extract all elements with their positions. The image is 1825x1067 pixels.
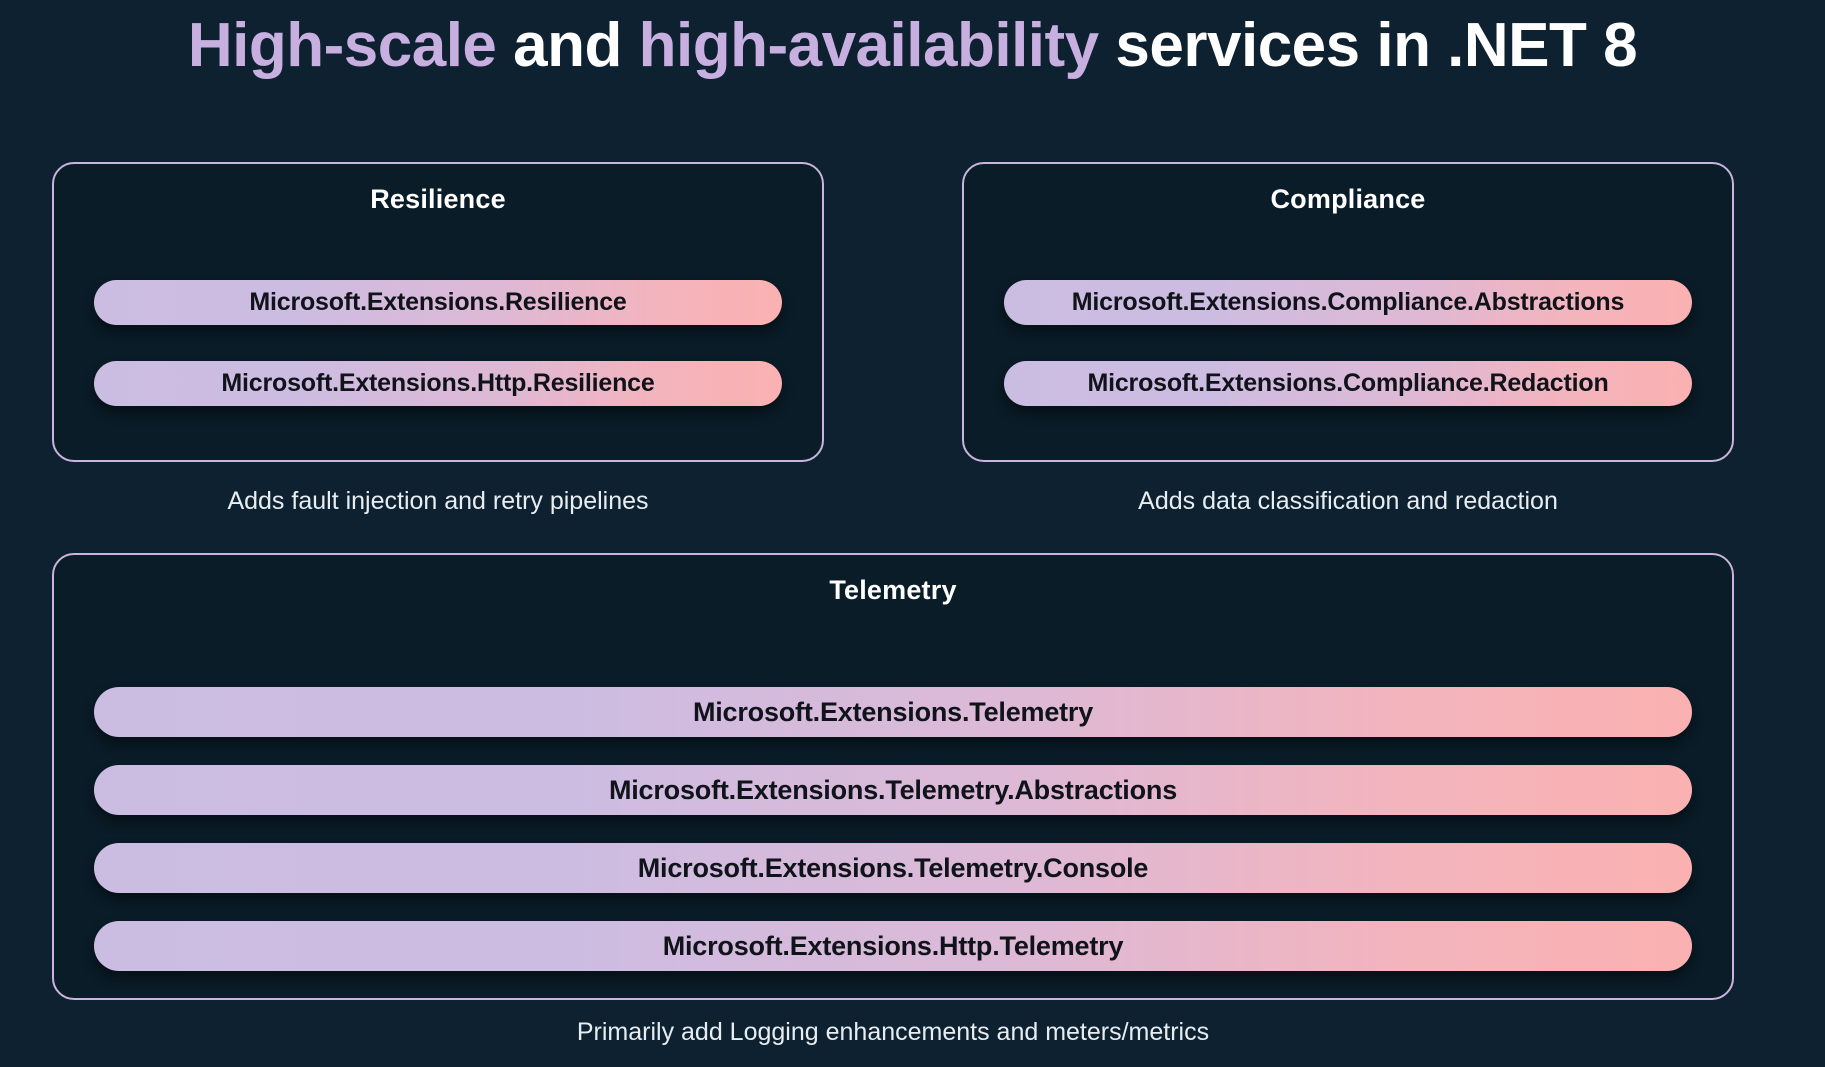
package-list-telemetry: Microsoft.Extensions.Telemetry Microsoft… [54,687,1732,971]
card-title-compliance: Compliance [1270,184,1426,214]
title-segment-and: and [513,11,639,80]
package-pill[interactable]: Microsoft.Extensions.Compliance.Redactio… [1004,361,1692,406]
package-pill[interactable]: Microsoft.Extensions.Http.Resilience [94,361,782,406]
caption-resilience: Adds fault injection and retry pipelines [227,487,649,515]
caption-telemetry: Primarily add Logging enhancements and m… [576,1018,1210,1046]
card-telemetry: Telemetry Microsoft.Extensions.Telemetry… [52,553,1734,1000]
title-segment-high-scale: High-scale [187,11,514,80]
package-pill[interactable]: Microsoft.Extensions.Resilience [94,280,782,325]
card-compliance: Compliance Microsoft.Extensions.Complian… [962,162,1734,462]
package-list-compliance: Microsoft.Extensions.Compliance.Abstract… [964,280,1732,406]
card-title-telemetry: Telemetry [829,575,957,605]
caption-compliance: Adds data classification and redaction [1138,487,1558,515]
package-list-resilience: Microsoft.Extensions.Resilience Microsof… [54,280,822,406]
package-pill[interactable]: Microsoft.Extensions.Telemetry.Console [94,843,1692,893]
title-segment-high-availability: high-availability [638,11,1116,80]
title-segment-services: services in .NET 8 [1115,11,1638,80]
package-pill[interactable]: Microsoft.Extensions.Telemetry.Abstracti… [94,765,1692,815]
card-resilience: Resilience Microsoft.Extensions.Resilien… [52,162,824,462]
card-title-resilience: Resilience [370,184,506,214]
package-pill[interactable]: Microsoft.Extensions.Http.Telemetry [94,921,1692,971]
page-title: High-scale and high-availability service… [0,4,1825,88]
package-pill[interactable]: Microsoft.Extensions.Telemetry [94,687,1692,737]
package-pill[interactable]: Microsoft.Extensions.Compliance.Abstract… [1004,280,1692,325]
